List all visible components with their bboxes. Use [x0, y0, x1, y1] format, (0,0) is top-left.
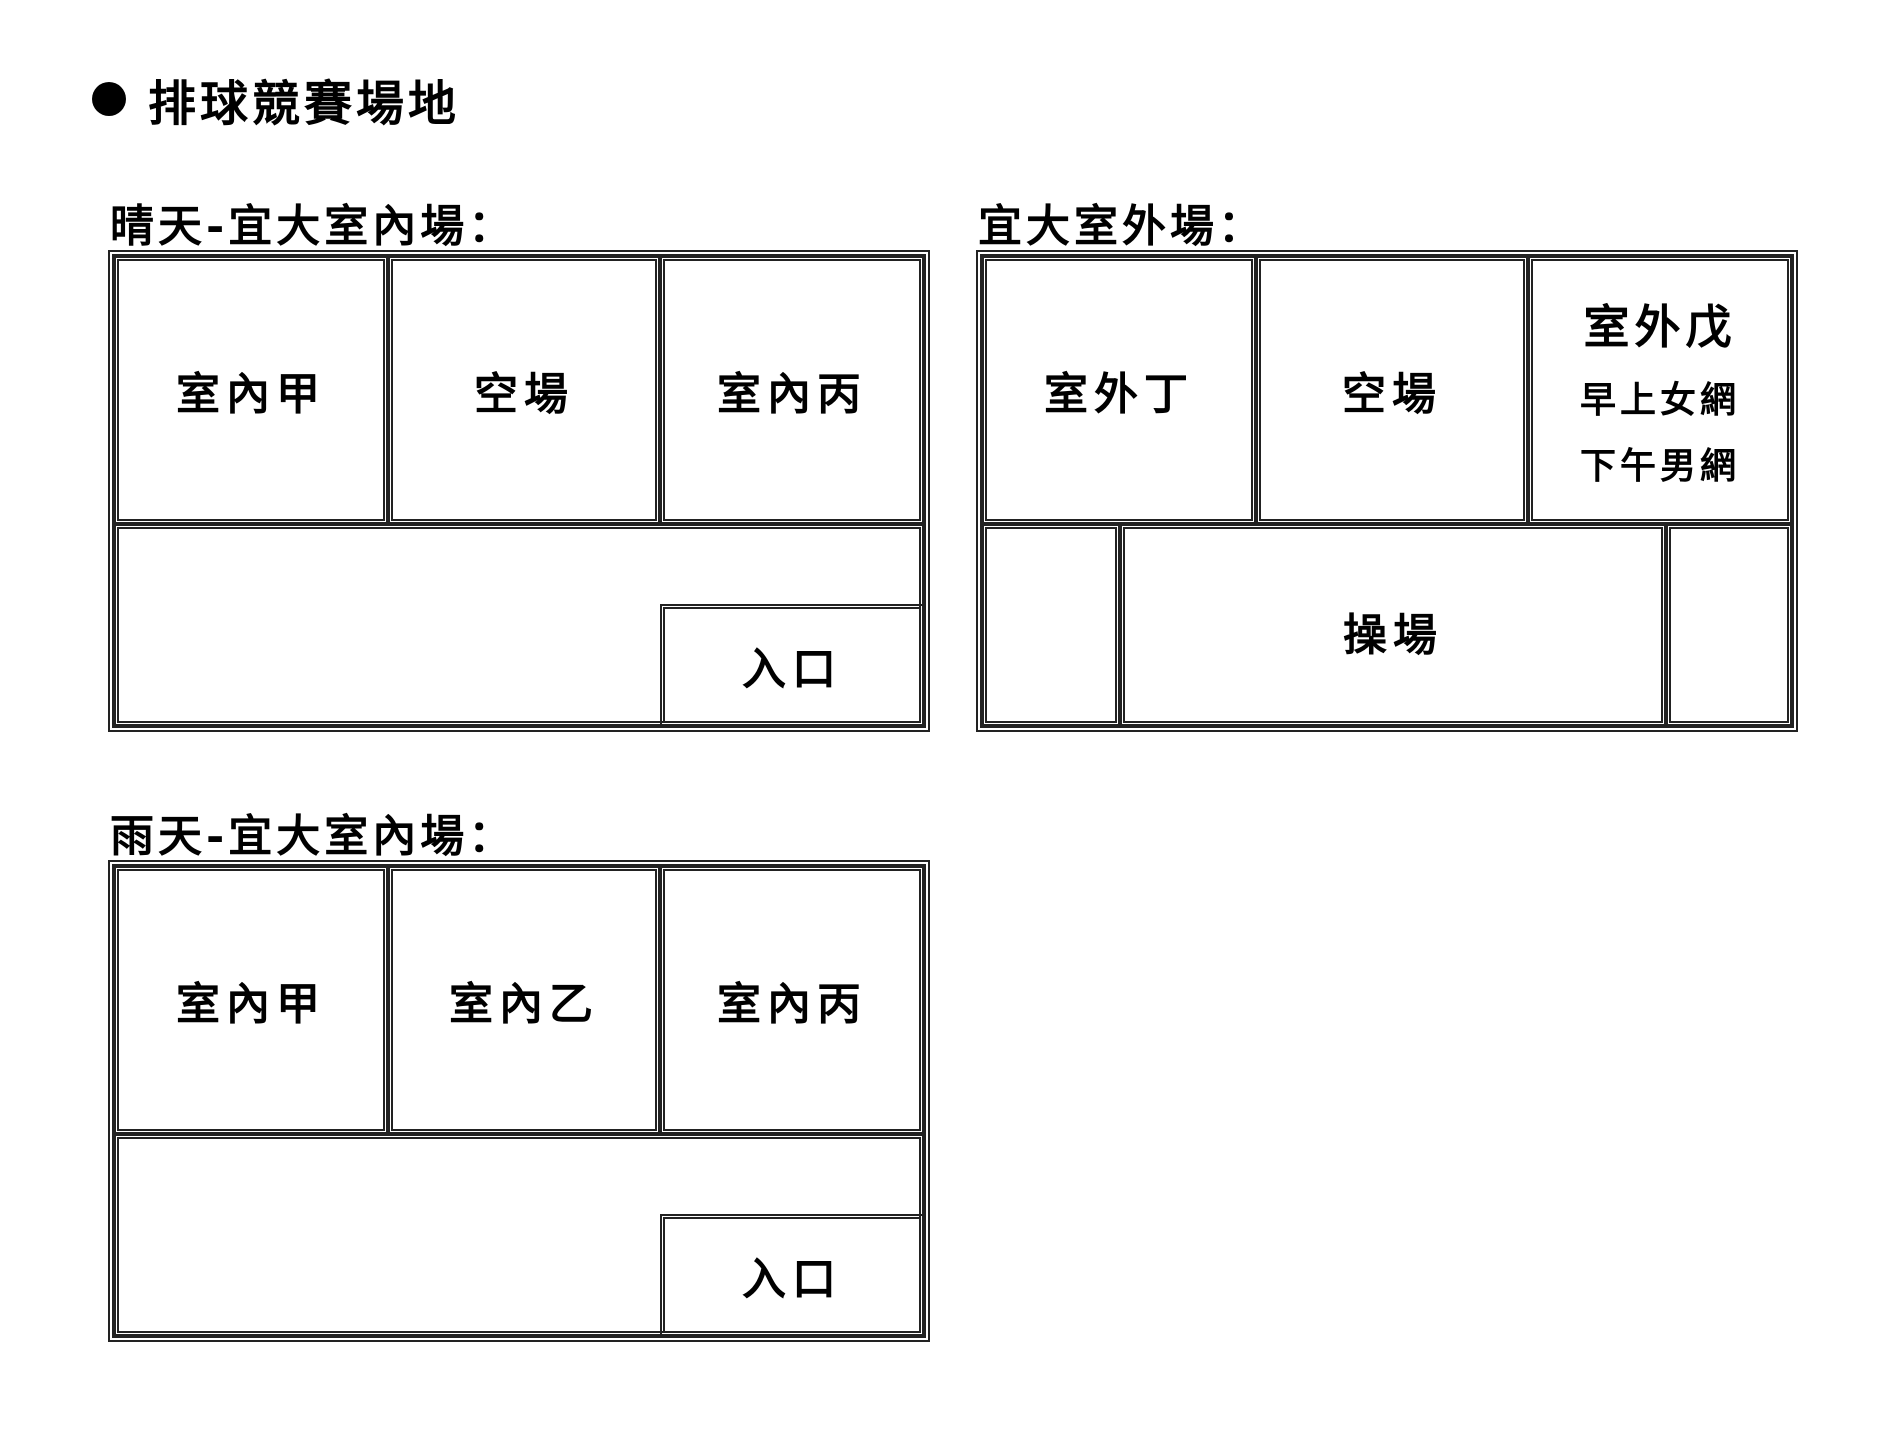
- heading-text: 排球競賽場地: [148, 76, 461, 132]
- sunny-indoor-diagram: 室內甲 空場 室內丙 入口: [108, 250, 930, 732]
- entrance-cell: 入口: [660, 604, 924, 726]
- entrance-cell: 入口: [660, 1214, 924, 1336]
- court-cell: 室外丁: [982, 256, 1256, 524]
- court-cell: 空場: [1256, 256, 1528, 524]
- page-heading: 排球競賽場地: [92, 64, 460, 134]
- side-area-left: [982, 524, 1120, 726]
- outdoor-diagram: 室外丁 空場 室外戊 早上女網 下午男網 操場: [976, 250, 1798, 732]
- court-cell-e: 室外戊 早上女網 下午男網: [1528, 256, 1792, 524]
- side-area-right: [1666, 524, 1792, 726]
- court-cell: 空場: [388, 256, 660, 524]
- bullet-icon: [92, 82, 126, 116]
- sunny-indoor-title: 晴天-宜大室內場：: [110, 201, 517, 252]
- rainy-indoor-diagram: 室內甲 室內乙 室內丙 入口: [108, 860, 930, 1342]
- court-cell: 室內甲: [114, 866, 388, 1134]
- outdoor-title: 宜大室外場：: [978, 201, 1266, 252]
- court-cell: 室內甲: [114, 256, 388, 524]
- court-cell: 室內丙: [660, 256, 924, 524]
- court-cell: 室內丙: [660, 866, 924, 1134]
- playground-cell: 操場: [1120, 524, 1666, 726]
- rainy-indoor-title: 雨天-宜大室內場：: [110, 811, 517, 862]
- court-cell: 室內乙: [388, 866, 660, 1134]
